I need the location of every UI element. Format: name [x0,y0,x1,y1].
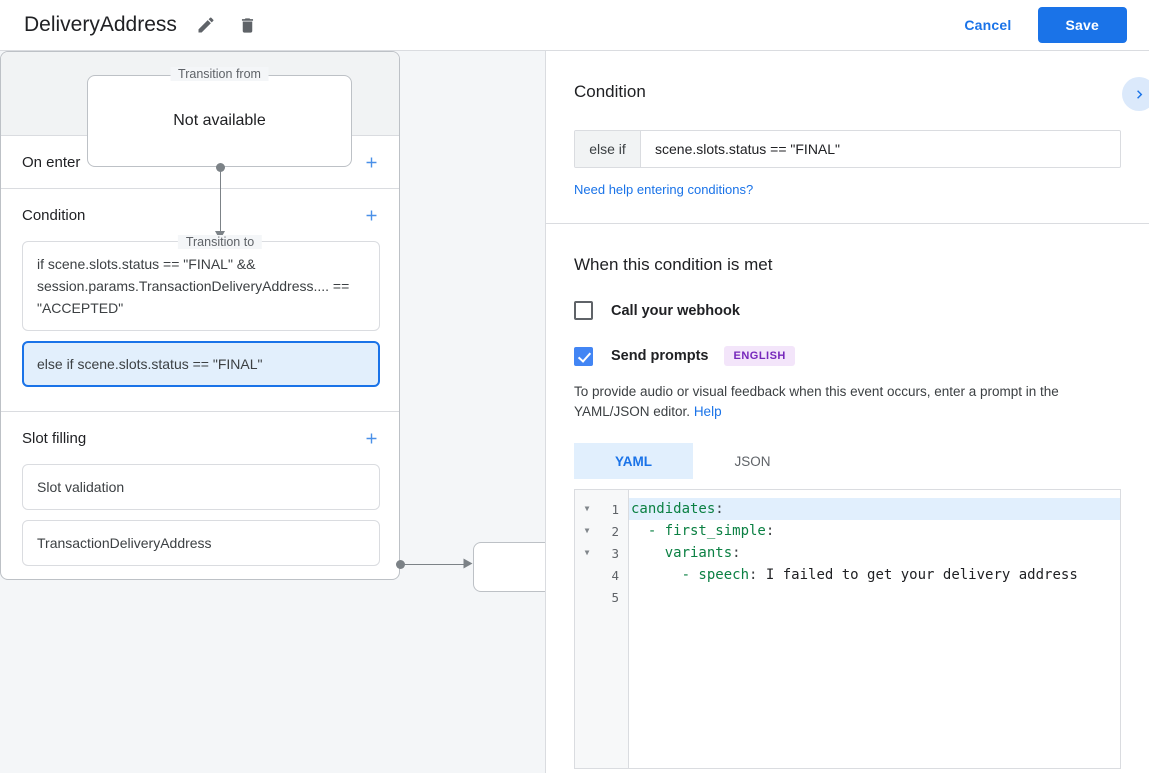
fold-triangle-icon[interactable]: ▼ [584,548,590,557]
editor-code-area[interactable]: candidates: - first_simple: variants: - … [629,490,1120,768]
editor-line-number: 5 [611,589,619,605]
trash-icon-glyph [242,17,254,33]
section-on-enter: On enter [1,136,399,189]
fold-triangle-icon[interactable]: ▼ [584,526,590,535]
transition-from-node[interactable]: Transition from Not available [87,67,352,167]
pencil-icon-glyph [198,17,214,33]
editor-gutter-line: ▼3 [575,542,628,564]
pencil-icon[interactable] [193,12,219,38]
trash-icon[interactable] [235,12,261,38]
webhook-row[interactable]: Call your webhook [574,301,1121,320]
cancel-button[interactable]: Cancel [954,8,1021,42]
section-slot-filling-title: Slot filling [22,429,87,447]
code-punctuation: : [765,523,775,539]
editor-gutter-line: 4 [575,564,628,586]
editor-gutter-line: ▼1 [575,498,628,520]
help-link[interactable]: Help [693,404,722,419]
section-on-enter-header: On enter [1,136,399,188]
editor-code-line: candidates: [629,498,1120,520]
flow-canvas[interactable]: Transition from Not available Transition… [0,51,545,773]
editor-gutter-line: ▼2 [575,520,628,542]
editor-line-number: 2 [611,523,619,539]
editor-format-tabs: YAML JSON [574,443,1121,479]
section-condition-title: Condition [22,206,86,224]
editor-code-line: - first_simple: [629,520,1120,542]
expand-panel-button[interactable] [1122,77,1149,111]
condition-help-link[interactable]: Need help entering conditions? [574,182,754,197]
send-prompts-checkbox[interactable] [574,346,593,366]
editor-gutter-line: 5 [575,586,628,608]
code-key: - speech [631,567,750,583]
code-punctuation: : [715,501,724,517]
editor-code-line: variants: [629,542,1120,564]
add-condition-button[interactable] [359,203,383,227]
condition-prefix-label: else if [575,131,641,167]
code-key: variants [631,545,733,561]
tab-yaml[interactable]: YAML [574,443,693,479]
editor-code-line [629,586,1120,608]
editor-line-number: 1 [611,501,619,517]
section-on-enter-title: On enter [22,153,81,171]
connector-arrow-right [463,558,473,569]
tab-json[interactable]: JSON [734,453,771,469]
send-prompts-row[interactable]: Send prompts ENGLISH [574,346,1121,366]
plus-icon [366,210,376,220]
connector-line-vertical [219,167,221,233]
prompts-description: To provide audio or visual feedback when… [574,382,1121,422]
section-condition-header: Condition [1,189,399,241]
condition-item[interactable]: if scene.slots.status == "FINAL" && sess… [22,241,380,331]
editor-line-number: 4 [611,567,619,583]
add-on-enter-button[interactable] [359,150,383,174]
slot-item-transaction-delivery-address[interactable]: TransactionDeliveryAddress [22,520,380,566]
send-prompts-label: Send prompts [611,348,709,364]
condition-heading: Condition [574,82,646,101]
connector-dot-condition [396,560,405,569]
language-badge: ENGLISH [724,346,795,366]
call-webhook-checkbox[interactable] [574,301,593,320]
call-webhook-label: Call your webhook [611,302,740,319]
condition-input-row: else if [574,130,1121,168]
section-condition: Condition if scene.slots.status == "FINA… [1,189,399,412]
when-condition-met-section: When this condition is met Call your web… [546,224,1149,769]
editor-line-number: 3 [611,545,619,561]
transition-to-legend: Transition to [177,235,263,249]
connector-line-horizontal [401,563,467,565]
condition-item-selected[interactable]: else if scene.slots.status == "FINAL" [22,341,380,387]
section-slot-filling-header: Slot filling [1,412,399,464]
condition-section: Condition else if Need help entering con… [546,51,1149,224]
section-slot-filling: Slot filling Slot validation Transaction… [1,412,399,579]
transition-from-legend: Transition from [170,67,269,81]
plus-icon [366,157,376,167]
code-punctuation: : [749,567,758,583]
slot-item-slot-validation[interactable]: Slot validation [22,464,380,510]
code-punctuation: : [732,545,741,561]
chevron-right-icon [1136,89,1142,99]
when-met-heading: When this condition is met [574,255,773,274]
save-button[interactable]: Save [1037,7,1127,43]
fold-triangle-icon[interactable]: ▼ [584,504,590,513]
condition-expression-input[interactable] [641,131,1120,167]
page-header: DeliveryAddress Cancel Save [0,0,1149,51]
page-title: DeliveryAddress [24,13,177,36]
editor-code-line: - speech: I failed to get your delivery … [629,564,1120,586]
target-node-empty[interactable] [473,542,545,592]
details-panel: Condition else if Need help entering con… [545,51,1149,773]
add-slot-filling-button[interactable] [359,426,383,450]
transition-from-title: Not available [173,112,266,129]
code-value: I failed to get your delivery address [757,567,1078,583]
plus-icon [366,433,376,443]
code-key: - first_simple [631,523,766,539]
prompts-description-text: To provide audio or visual feedback when… [574,384,1059,419]
code-key: candidates [631,501,716,517]
